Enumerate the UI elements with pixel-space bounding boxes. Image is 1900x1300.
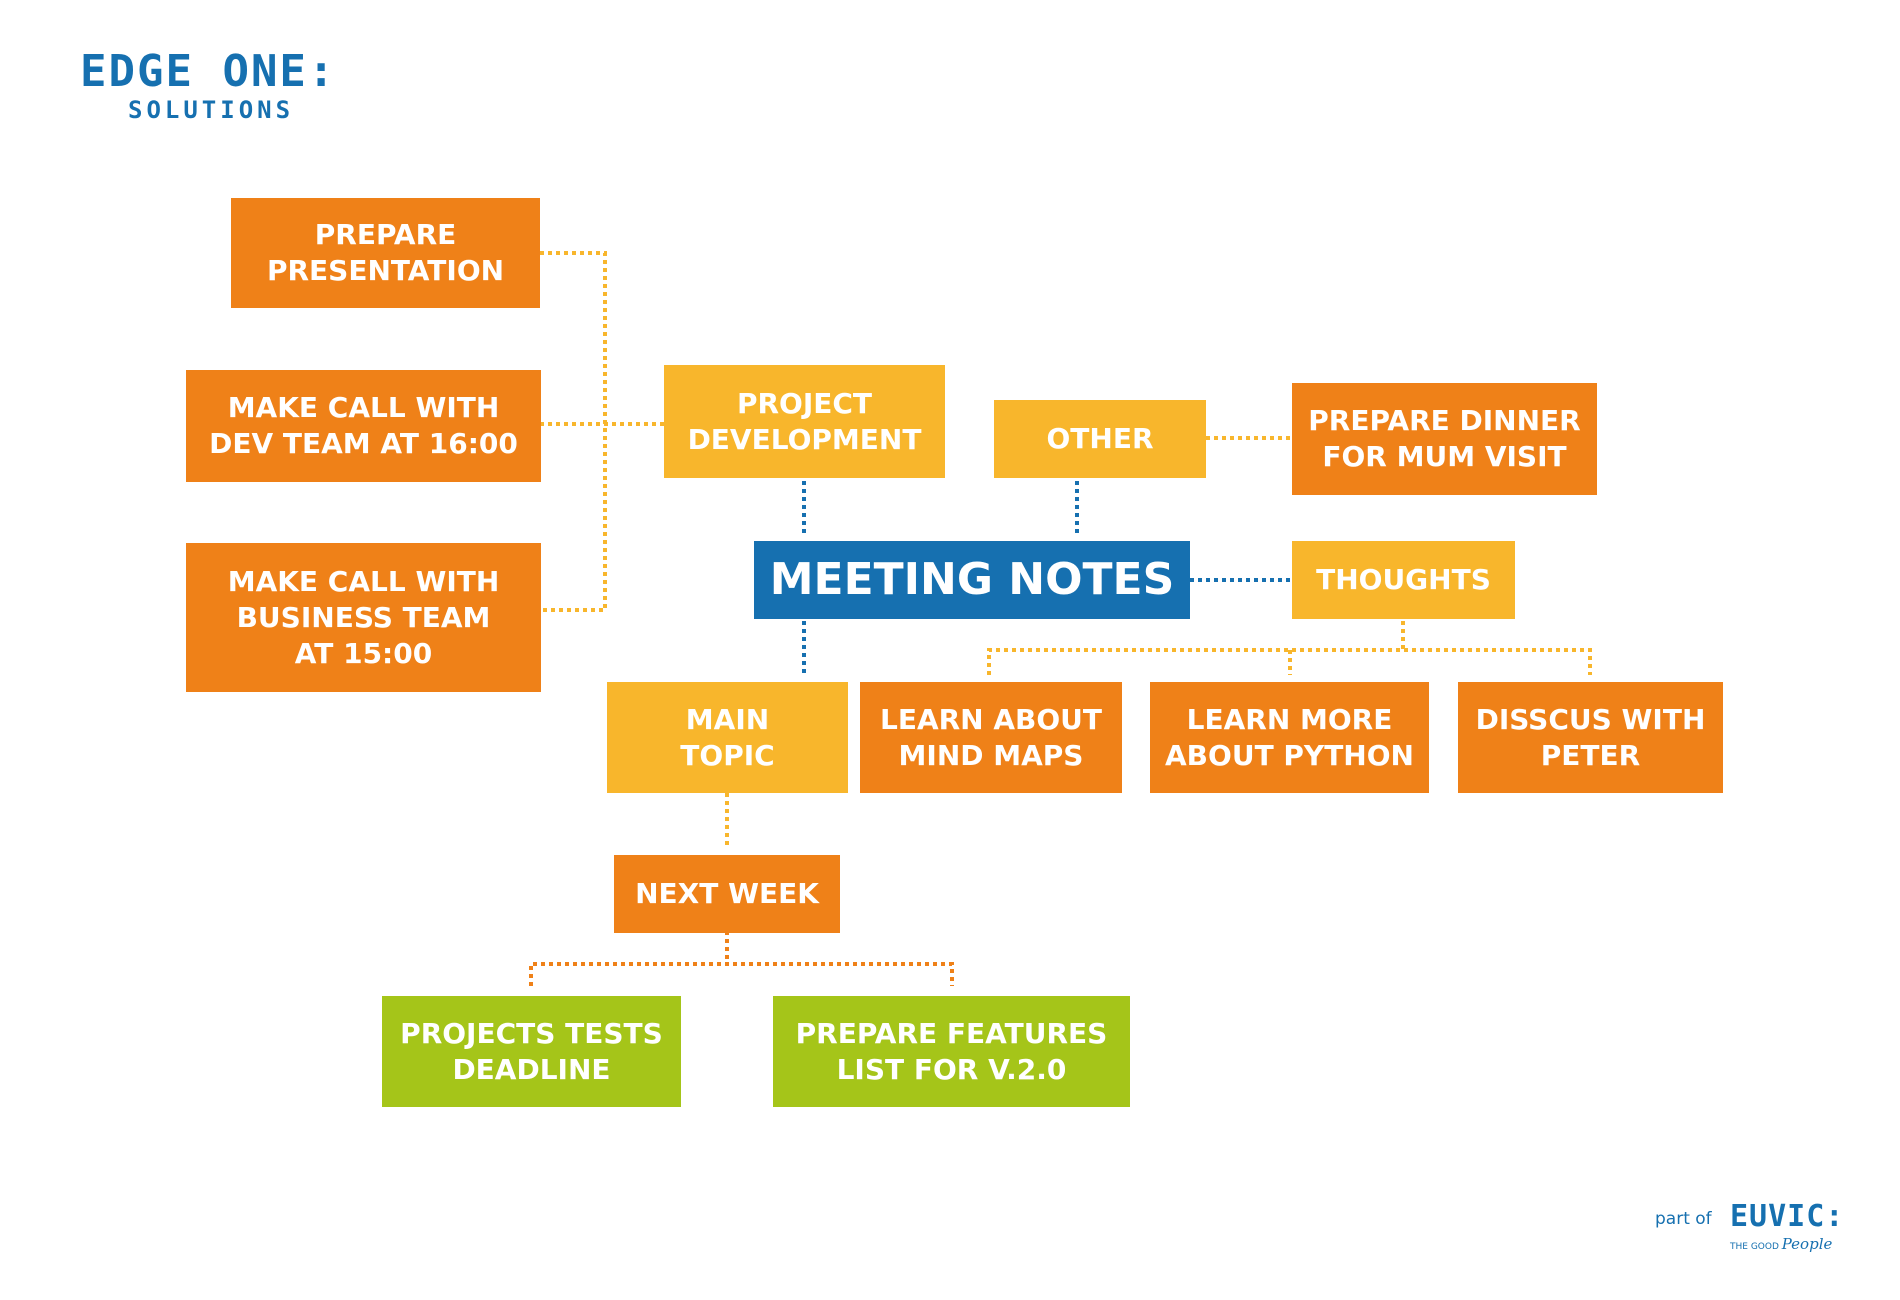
tagline-prefix: THE GOOD	[1730, 1242, 1779, 1252]
node-call-dev-team[interactable]: MAKE CALL WITH DEV TEAM AT 16:00	[186, 370, 541, 482]
connector-left-bracket	[540, 251, 607, 612]
node-thoughts[interactable]: THOUGHTS	[1292, 541, 1515, 619]
node-next-week[interactable]: NEXT WEEK	[614, 855, 840, 933]
central-connectors	[802, 473, 1292, 675]
connector-next-week-children	[529, 923, 954, 986]
node-other[interactable]: OTHER	[994, 400, 1206, 478]
node-projects-tests[interactable]: PROJECTS TESTS DEADLINE	[382, 996, 681, 1107]
connector-thoughts-children	[987, 613, 1592, 675]
node-main-topic[interactable]: MAIN TOPIC	[607, 682, 848, 793]
logo-subtitle: SOLUTIONS	[128, 96, 295, 124]
logo-title: EDGE ONE:	[80, 46, 337, 97]
next-week-connectors	[529, 923, 954, 986]
node-call-business-team[interactable]: MAKE CALL WITH BUSINESS TEAM AT 15:00	[186, 543, 541, 692]
node-learn-python[interactable]: LEARN MORE ABOUT PYTHON	[1150, 682, 1429, 793]
node-learn-mind-maps[interactable]: LEARN ABOUT MIND MAPS	[860, 682, 1122, 793]
node-meeting-notes[interactable]: MEETING NOTES	[754, 541, 1190, 619]
part-of-label: part of	[1655, 1209, 1712, 1229]
edge-one-logo: EDGE ONE: SOLUTIONS	[80, 46, 337, 125]
node-project-development[interactable]: PROJECT DEVELOPMENT	[664, 365, 945, 478]
node-prepare-dinner[interactable]: PREPARE DINNER FOR MUM VISIT	[1292, 383, 1597, 495]
node-prepare-features[interactable]: PREPARE FEATURES LIST FOR V.2.0	[773, 996, 1130, 1107]
node-discuss-peter[interactable]: DISSCUS WITH PETER	[1458, 682, 1723, 793]
euvic-brand: EUVIC:	[1730, 1199, 1845, 1234]
euvic-tagline: THE GOOD People	[1730, 1235, 1832, 1253]
tagline-script: People	[1781, 1235, 1833, 1253]
project-development-connectors	[540, 251, 1592, 846]
node-prepare-presentation[interactable]: PREPARE PRESENTATION	[231, 198, 540, 308]
